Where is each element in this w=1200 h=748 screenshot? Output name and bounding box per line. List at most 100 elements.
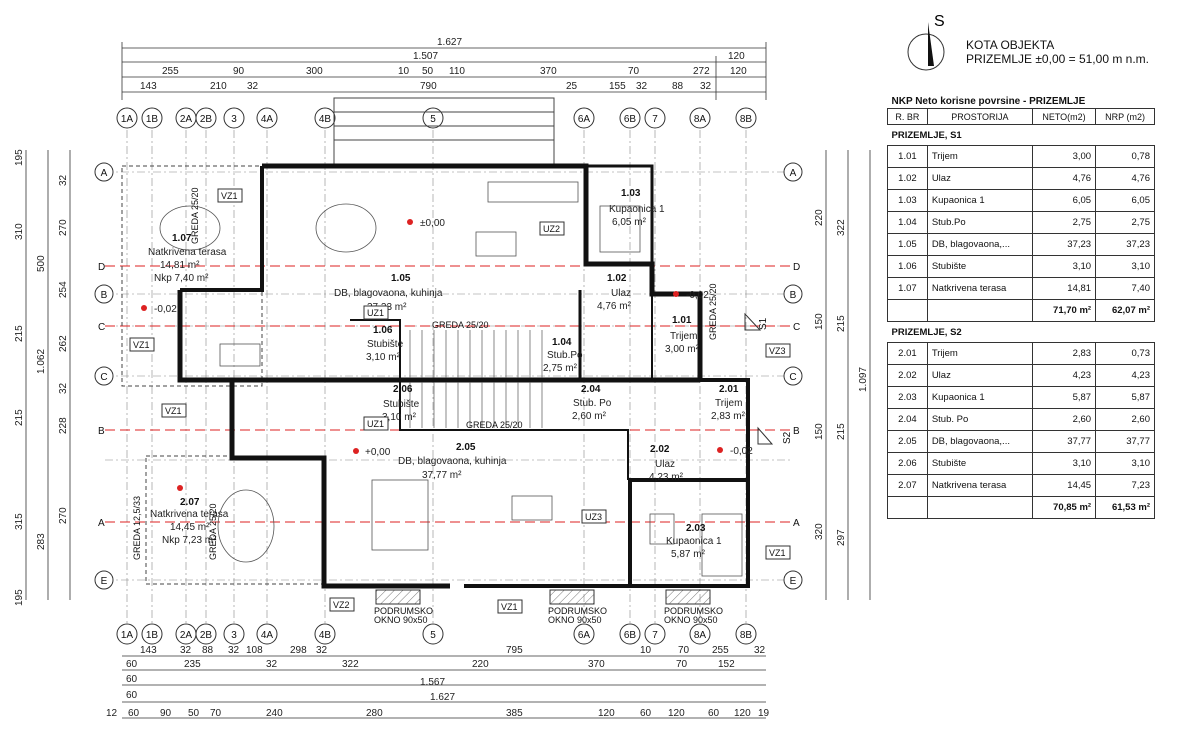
axis-label: 6A: [578, 114, 591, 125]
room-num: 1.07: [172, 233, 192, 244]
axis-gridlines-horizontal: [105, 171, 790, 581]
top-dimensions: [121, 42, 767, 100]
elevation-value: PRIZEMLJE ±0,00 = 51,00 m n.m.: [966, 52, 1149, 66]
cell-room: Stub. Po: [926, 408, 1033, 431]
axis-marker: A: [94, 162, 114, 182]
axis-label: 2B: [200, 630, 213, 641]
room-1-07: 1.07 Natkrivena terasa 14,81 m² Nkp 7,40…: [148, 233, 227, 284]
dim-left: 195: [14, 589, 25, 606]
tag-label: VZ1: [221, 191, 238, 201]
basement-windows: PODRUMSKO OKNO 90x50 PODRUMSKO OKNO 90x5…: [374, 589, 723, 625]
axis-label: B: [793, 426, 800, 437]
cell-room: Natkrivena terasa: [926, 474, 1033, 497]
room-name: Natkrivena terasa: [150, 509, 229, 520]
dim-bottom-row2: 60: [126, 659, 138, 670]
axis-label: 5: [430, 630, 436, 641]
level-mark: ±0,00: [420, 218, 445, 229]
axis-marker: 6A: [573, 107, 595, 129]
axis-label: B: [790, 290, 797, 301]
axis-marker: B: [94, 284, 114, 304]
tag-label: UZ1: [367, 419, 384, 429]
right-dimensions: [825, 150, 871, 600]
axis-label: B: [98, 426, 105, 437]
north-label: S: [934, 13, 945, 30]
tag-label: UZ3: [585, 512, 602, 522]
room-area: 2,83 m²: [711, 411, 746, 422]
dim-bottom-total: 1.567: [420, 677, 445, 688]
room-name: Trijem: [715, 398, 742, 409]
stairs: [409, 330, 543, 428]
tag-label: VZ1: [501, 602, 518, 612]
axis-label: 7: [652, 630, 658, 641]
cell-nrp: 5,87: [1095, 386, 1155, 409]
dim-top-row2: 88: [672, 81, 684, 92]
total-nrp: 61,53 m²: [1095, 496, 1155, 519]
axis-label: 6B: [624, 630, 637, 641]
room-1-03: 1.03 Kupaonica 1 6,05 m²: [609, 188, 665, 228]
axis-marker: 5: [422, 107, 444, 129]
axis-marker: C: [783, 366, 803, 386]
room-num: 2.04: [581, 384, 601, 395]
room-num: 1.04: [552, 337, 572, 348]
dim-top-row: 272: [693, 66, 710, 77]
section-mark-s1: S1: [744, 312, 769, 331]
dim-bottom-last: 12: [106, 708, 118, 719]
dim-bottom-row: 108: [246, 645, 263, 656]
dim-bottom-row2: 70: [676, 659, 688, 670]
axis-label: A: [101, 168, 108, 179]
axis-marker: 8B: [735, 623, 757, 645]
axis-label: C: [98, 322, 105, 333]
dim-bottom-row2: 370: [588, 659, 605, 670]
dim-left2: 32: [58, 382, 69, 394]
axis-label: C: [100, 372, 107, 383]
axis-label: 6A: [578, 630, 591, 641]
axis-marker: 1A: [116, 107, 138, 129]
axis-marker: 2B: [195, 107, 217, 129]
dim-top-row: 70: [628, 66, 640, 77]
dim-bottom-row2: 220: [472, 659, 489, 670]
axis-markers-right: A D B C C B A E: [783, 162, 803, 590]
cell-nrp: 0,78: [1095, 145, 1155, 168]
dim-bottom-row: 88: [202, 645, 214, 656]
bottom-dimensions: [122, 655, 766, 719]
room-name: Natkrivena terasa: [148, 247, 227, 258]
cell-room: DB, blagovaona,...: [926, 233, 1033, 256]
total-nrp: 62,07 m²: [1095, 299, 1155, 322]
room-num: 2.06: [393, 384, 413, 395]
dim-top-row2: 155: [609, 81, 626, 92]
cell-room: DB, blagovaona,...: [926, 430, 1033, 453]
level-mark: -0,02: [154, 304, 177, 315]
axis-marker: 7: [644, 107, 666, 129]
beam-label: GREDA 25/20: [466, 420, 523, 430]
cell-nrp: 2,60: [1095, 408, 1155, 431]
dim-left2: 32: [58, 174, 69, 186]
dim-left2: 228: [58, 417, 69, 434]
cell-neto: 2,75: [1031, 211, 1097, 234]
section-label: S1: [758, 317, 769, 330]
cell-room: Natkrivena terasa: [926, 277, 1033, 300]
dim-top-total-3: 120: [728, 51, 745, 62]
cell-neto: 2,83: [1031, 342, 1097, 365]
basement-window-size: OKNO 90x50: [664, 615, 718, 625]
area-table: NKP Neto korisne povrsine - PRIZEMLJE R.…: [887, 94, 1155, 519]
dim-bottom-last: 120: [734, 708, 751, 719]
walls: [177, 163, 750, 589]
basement-window-label: PODRUMSKO: [548, 606, 607, 616]
room-name: Ulaz: [655, 459, 675, 470]
axis-marker: 1A: [116, 623, 138, 645]
axis-label: A: [98, 518, 105, 529]
dim-bottom-row: 10: [640, 645, 652, 656]
axis-label: 4A: [261, 630, 274, 641]
cell-room: Kupaonica 1: [926, 189, 1033, 212]
beam-label: GREDA 25/20: [190, 187, 200, 244]
cell-room: Trijem: [926, 145, 1033, 168]
axis-label: A: [793, 518, 800, 529]
axis-label: 8B: [740, 630, 753, 641]
dim-right: 220: [814, 209, 825, 226]
dim-bottom-last: 60: [640, 708, 652, 719]
level-mark: -0,02: [730, 446, 753, 457]
axis-label: 4B: [319, 114, 332, 125]
room-area: 3,10 m²: [366, 352, 401, 363]
cell-neto: 3,10: [1031, 452, 1097, 475]
